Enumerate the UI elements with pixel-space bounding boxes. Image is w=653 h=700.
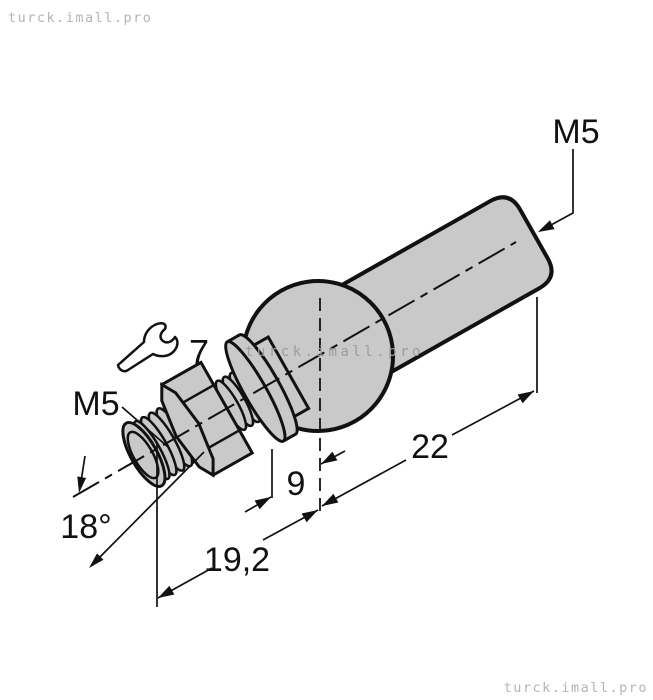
- axis-centerline: [72, 241, 517, 498]
- dimension-angle-18: 18°: [60, 451, 205, 568]
- dim-label-22: 22: [411, 428, 449, 466]
- callout-thread-stud: M5: [72, 385, 169, 448]
- callout-thread-rod: M5: [538, 113, 600, 232]
- thread-label-stud: M5: [72, 385, 119, 423]
- dim-label-19-2: 19,2: [204, 541, 270, 579]
- dim-label-18deg: 18°: [60, 508, 111, 546]
- watermark-bottom-right: turck.imall.pro: [504, 680, 648, 696]
- dim-label-9: 9: [287, 465, 306, 503]
- wrench-icon: [116, 321, 179, 373]
- dimension-9: 9: [244, 450, 346, 513]
- wrench-size-callout: 7: [116, 321, 209, 373]
- dimension-19-2: 19,2: [157, 509, 319, 599]
- dimension-22: 22: [321, 390, 535, 507]
- wrench-size-label: 7: [189, 332, 209, 373]
- watermark-center: turck.imall.pro: [245, 344, 424, 360]
- thread-label-rod: M5: [552, 113, 599, 151]
- threaded-stud-end: [121, 421, 167, 488]
- watermark-top-left: turck.imall.pro: [8, 10, 152, 26]
